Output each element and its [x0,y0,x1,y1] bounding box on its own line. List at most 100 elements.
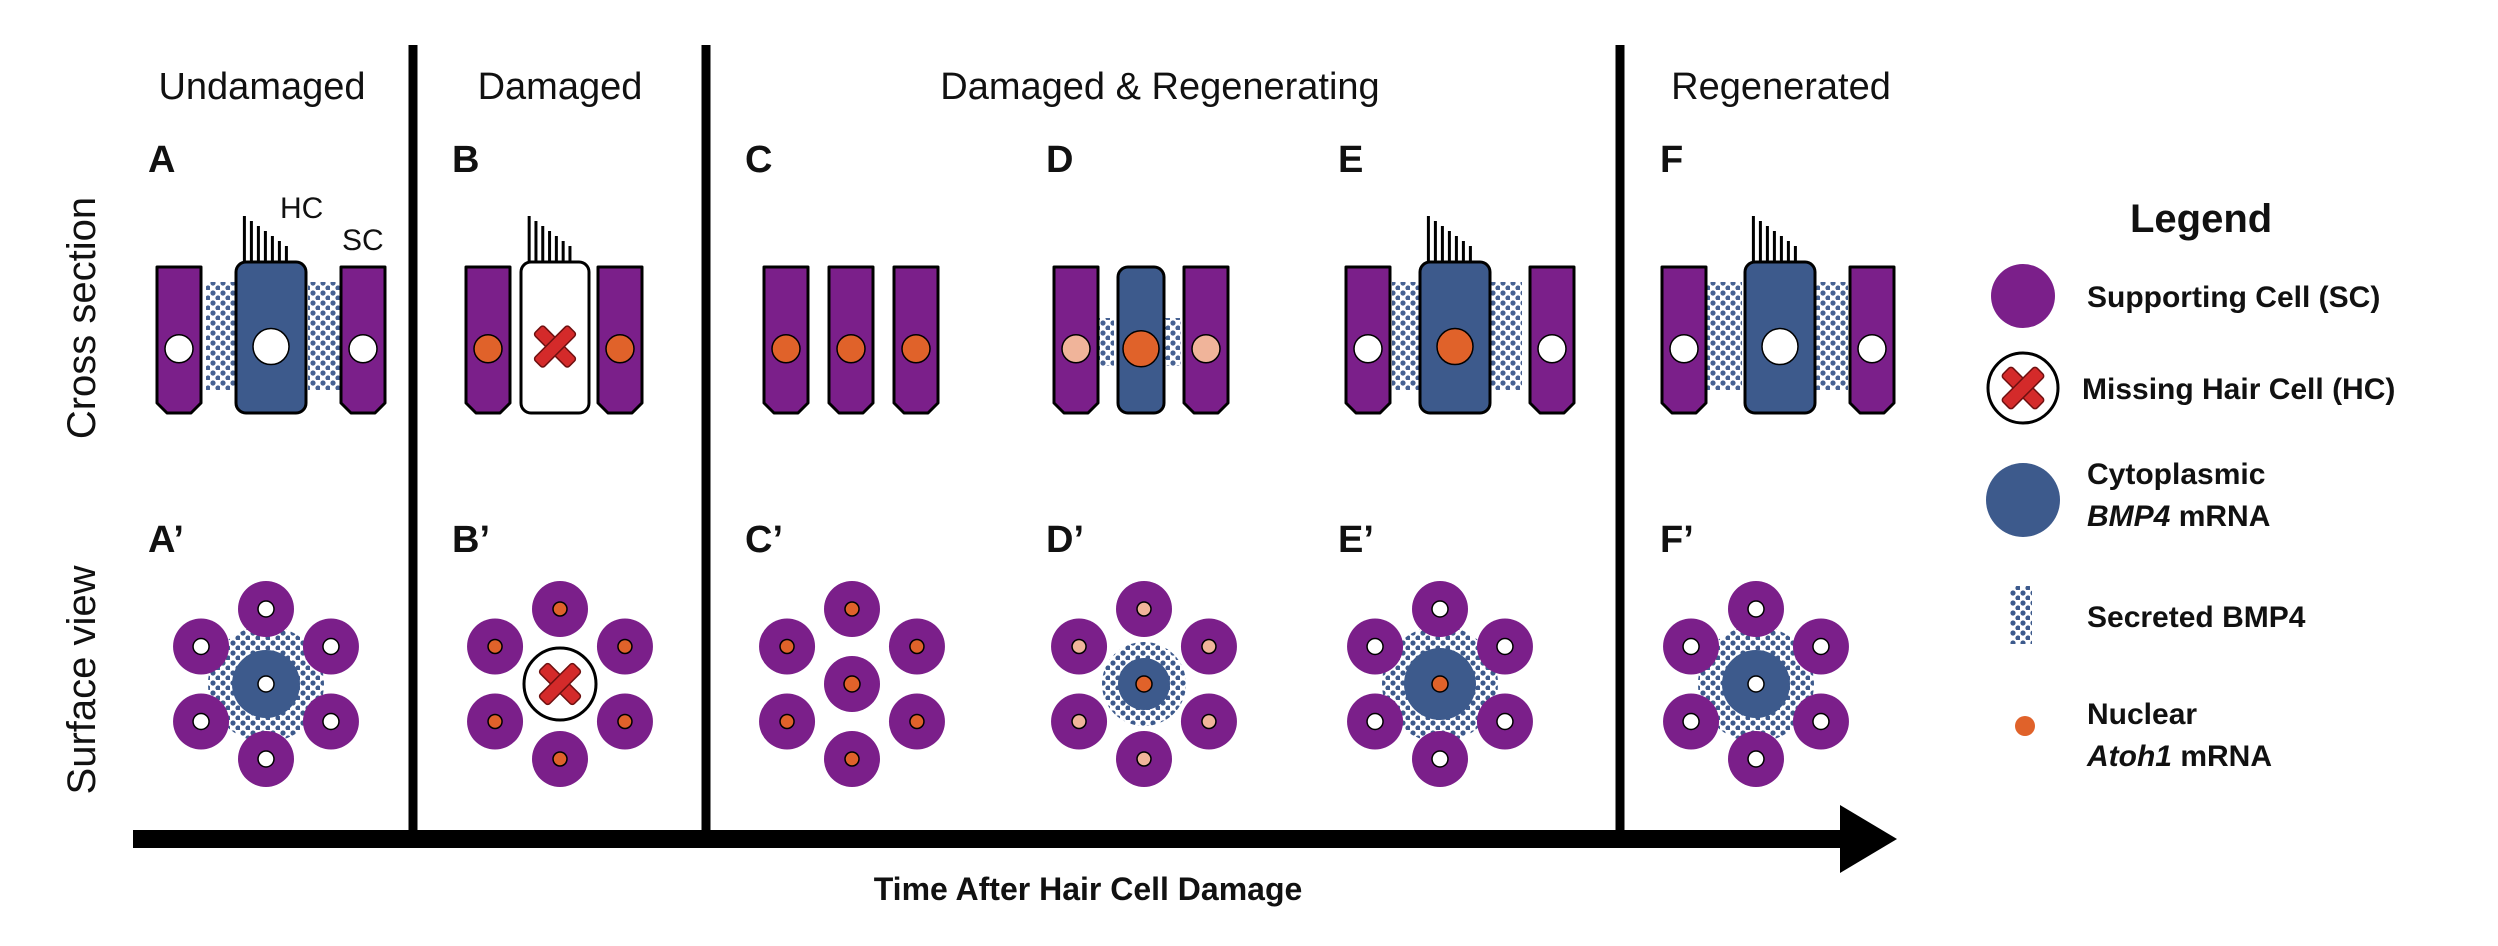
nucleus [1353,334,1383,364]
legend-missing-hair-cell-icon [1986,351,2060,425]
legend-supporting-cell-label: Supporting Cell (SC) [2087,281,2380,314]
atoh1-nucleus [1061,334,1091,364]
legend-secreted-bmp4-label: Secreted BMP4 [2087,601,2306,634]
nucleus [322,712,340,731]
atoh1-nucleus [1071,713,1087,730]
cross-section-f [1660,216,1896,415]
legend-supporting-cell-swatch [1991,264,2055,328]
atoh1-nucleus [844,751,860,767]
atoh1-nucleus [909,638,925,655]
legend-bmp4-mrna-swatch [1986,463,2060,537]
atoh1-nucleus [1431,675,1449,693]
nucleus [1669,334,1699,364]
nucleus [1366,712,1384,731]
cross-section-row [155,216,1896,415]
atoh1-nucleus [836,334,866,364]
atoh1-nucleus [1201,713,1217,730]
nucleus [1812,637,1830,656]
time-arrow-shaft [133,830,1853,848]
cross-section-b [464,216,644,415]
nucleus [1431,750,1449,768]
nucleus [322,637,340,656]
nucleus [1537,334,1567,364]
time-axis-label: Time After Hair Cell Damage [874,871,1303,907]
x-mark-icon [538,662,582,706]
atoh1-nucleus [1135,675,1153,693]
legend-bmp4-suffix: mRNA [2170,500,2270,533]
legend-atoh1-suffix: mRNA [2172,740,2272,773]
atoh1-nucleus [473,334,503,364]
stage-title-regenerating: Damaged & Regenerating [940,66,1379,108]
nucleus [1496,712,1514,731]
secreted-bmp4 [1488,282,1522,390]
nucleus [257,750,275,768]
nucleus [348,334,378,364]
nucleus [1747,750,1765,768]
stage-title-damaged: Damaged [478,66,643,108]
atoh1-nucleus [909,713,925,730]
surface-view-f [1663,581,1849,787]
nucleus [1496,637,1514,656]
atoh1-nucleus [1122,330,1160,368]
cross-section-a [155,216,387,415]
nucleus [1682,712,1700,731]
panel-letter-e: E [1338,139,1363,181]
surface-view-e [1347,581,1533,787]
stage-title-undamaged: Undamaged [158,66,365,108]
panel-letter-c-prime: C’ [745,519,783,561]
legend-secreted-bmp4-swatch [2010,586,2032,644]
atoh1-nucleus [844,601,860,617]
panel-letter-b-prime: B’ [452,519,490,561]
legend-missing-hair-cell-label: Missing Hair Cell (HC) [2082,373,2395,406]
nucleus [1431,600,1449,618]
legend: Legend Supporting Cell (SC) Missing Hair… [1986,197,2395,773]
nucleus [252,327,290,366]
panel-letter-b: B [452,139,479,181]
atoh1-nucleus [1071,638,1087,655]
atoh1-nucleus [552,751,568,767]
cross-section-d [1052,265,1230,415]
legend-atoh1-gene: Atoh1 [2086,740,2172,773]
surface-view-d [1051,581,1237,787]
atoh1-nucleus [1136,751,1152,767]
nucleus [257,600,275,618]
atoh1-nucleus [779,713,795,730]
atoh1-nucleus [901,334,931,364]
nucleus [1857,334,1887,364]
nucleus [192,712,210,731]
legend-bmp4-gene: BMP4 [2087,500,2171,533]
row-label-cross-section: Cross section [60,197,104,439]
atoh1-nucleus [1136,601,1152,617]
nucleus [257,675,275,693]
panel-letter-d: D [1046,139,1073,181]
supporting-cell-label: SC [342,224,384,257]
legend-bmp4-line1: Cytoplasmic [2087,458,2265,491]
nucleus [1682,637,1700,656]
time-arrow-head [1840,805,1897,873]
legend-atoh1-line1: Nuclear [2087,698,2197,731]
secreted-bmp4 [1165,318,1181,366]
atoh1-nucleus [1201,638,1217,655]
x-mark-icon [2001,366,2045,410]
stage-title-regenerated: Regenerated [1671,66,1891,108]
atoh1-nucleus [843,675,861,693]
atoh1-nucleus [617,713,633,730]
panel-letter-f: F [1660,139,1683,181]
legend-atoh1-swatch [2015,716,2035,736]
atoh1-nucleus [1191,334,1221,364]
atoh1-nucleus [779,638,795,655]
panel-letter-d-prime: D’ [1046,519,1084,561]
secreted-bmp4 [1704,282,1742,390]
atoh1-nucleus [771,334,801,364]
atoh1-nucleus [487,638,503,655]
atoh1-nucleus [605,334,635,364]
nucleus [1366,637,1384,656]
atoh1-nucleus [1436,327,1474,366]
panel-letter-e-prime: E’ [1338,519,1374,561]
x-mark-bar [538,662,582,706]
panel-letter-c: C [745,139,772,181]
row-label-surface-view: Surface view [60,565,104,794]
atoh1-nucleus [617,638,633,655]
nucleus [1812,712,1830,731]
